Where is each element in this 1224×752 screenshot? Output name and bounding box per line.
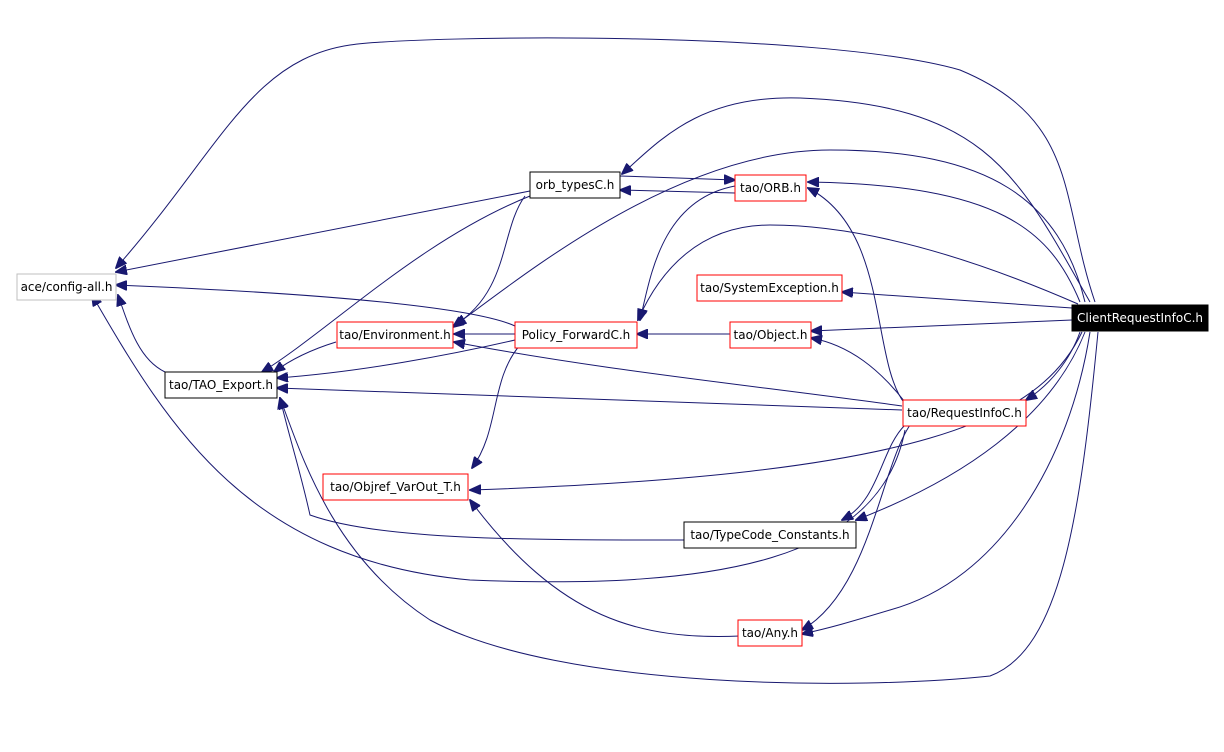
- config-box: [16, 273, 117, 301]
- orb-label: tao/ORB.h: [740, 181, 801, 195]
- edge-root-to-tcconst: [856, 331, 1086, 520]
- edge-reqinfo-to-orb: [808, 188, 906, 405]
- edge-orbtypes-to-export: [262, 195, 531, 372]
- export-label: tao/TAO_Export.h: [169, 378, 273, 392]
- edge-orbtypes-to-env: [455, 195, 526, 325]
- policy-label: Policy_ForwardC.h: [522, 328, 631, 342]
- edge-root-to-orb: [808, 182, 1081, 303]
- edge-orb-to-policy: [640, 185, 736, 320]
- node-varout[interactable]: tao/Objref_VarOut_T.h: [322, 473, 469, 501]
- root-label: ClientRequestInfoC.h: [1077, 311, 1203, 325]
- edge-root-to-orbtypes: [622, 97, 1091, 303]
- edge-orbtypes-to-config: [116, 190, 531, 272]
- object-box: [729, 321, 812, 349]
- edge-reqinfo-to-export: [277, 388, 903, 411]
- any-label: tao/Any.h: [742, 626, 798, 640]
- node-any[interactable]: tao/Any.h: [737, 619, 803, 647]
- edge-policy-to-varout: [472, 344, 521, 468]
- edge-env-to-export: [274, 341, 337, 372]
- varout-label: tao/Objref_VarOut_T.h: [330, 480, 461, 494]
- node-root[interactable]: ClientRequestInfoC.h: [1071, 304, 1209, 332]
- object-label: tao/Object.h: [734, 328, 808, 342]
- edge-orb-to-orbtypes: [620, 190, 736, 193]
- edge-root-to-varout: [470, 331, 1083, 490]
- edge-root-to-sysexc: [842, 292, 1073, 309]
- dependency-nodes: ClientRequestInfoC.h ace/config-all.h ta…: [16, 171, 1209, 647]
- edge-reqinfo-to-env: [454, 342, 903, 407]
- node-object[interactable]: tao/Object.h: [729, 321, 812, 349]
- policy-box: [514, 321, 638, 349]
- orbtypes-label: orb_typesC.h: [536, 178, 615, 192]
- root-box: [1071, 304, 1209, 332]
- edge-root-to-reqinfo: [1026, 331, 1081, 400]
- varout-box: [322, 473, 469, 501]
- edge-reqinfo-to-any: [802, 424, 911, 630]
- edge-orbtypes-to-orb: [619, 176, 735, 180]
- dependency-edges: [92, 37, 1099, 684]
- any-box: [737, 619, 803, 647]
- env-box: [336, 321, 454, 349]
- edge-root-to-policy: [638, 224, 1079, 320]
- edge-root-to-export: [280, 331, 1099, 684]
- node-orb[interactable]: tao/ORB.h: [734, 174, 807, 202]
- config-label: ace/config-all.h: [21, 280, 113, 294]
- node-reqinfo[interactable]: tao/RequestInfoC.h: [902, 399, 1027, 427]
- edge-reqinfo-to-object: [811, 338, 906, 403]
- edge-root-to-env: [453, 149, 1086, 327]
- sysexc-box: [696, 274, 843, 302]
- edge-root-to-object: [811, 319, 1073, 331]
- node-sysexc[interactable]: tao/SystemException.h: [696, 274, 843, 302]
- node-env[interactable]: tao/Environment.h: [336, 321, 454, 349]
- orbtypes-box: [529, 171, 621, 199]
- edge-any-to-varout: [470, 500, 741, 637]
- node-orbtypes[interactable]: orb_typesC.h: [529, 171, 621, 199]
- edge-root-to-config: [116, 37, 1096, 303]
- edge-policy-to-export: [277, 339, 516, 378]
- sysexc-label: tao/SystemException.h: [700, 281, 839, 295]
- edge-reqinfo-to-tcconst: [842, 424, 906, 520]
- node-config[interactable]: ace/config-all.h: [16, 273, 117, 301]
- export-box: [164, 371, 278, 399]
- edge-policy-to-config: [116, 285, 516, 327]
- reqinfo-label: tao/RequestInfoC.h: [907, 406, 1022, 420]
- node-policy[interactable]: Policy_ForwardC.h: [514, 321, 638, 349]
- edge-export-to-config: [118, 295, 166, 373]
- edge-root-to-any: [802, 331, 1091, 634]
- env-label: tao/Environment.h: [339, 328, 451, 342]
- reqinfo-box: [902, 399, 1027, 427]
- orb-box: [734, 174, 807, 202]
- tcconst-box: [683, 521, 857, 549]
- node-export[interactable]: tao/TAO_Export.h: [164, 371, 278, 399]
- node-tcconst[interactable]: tao/TypeCode_Constants.h: [683, 521, 857, 549]
- edge-tcconst-to-export: [280, 398, 687, 541]
- tcconst-label: tao/TypeCode_Constants.h: [690, 528, 849, 542]
